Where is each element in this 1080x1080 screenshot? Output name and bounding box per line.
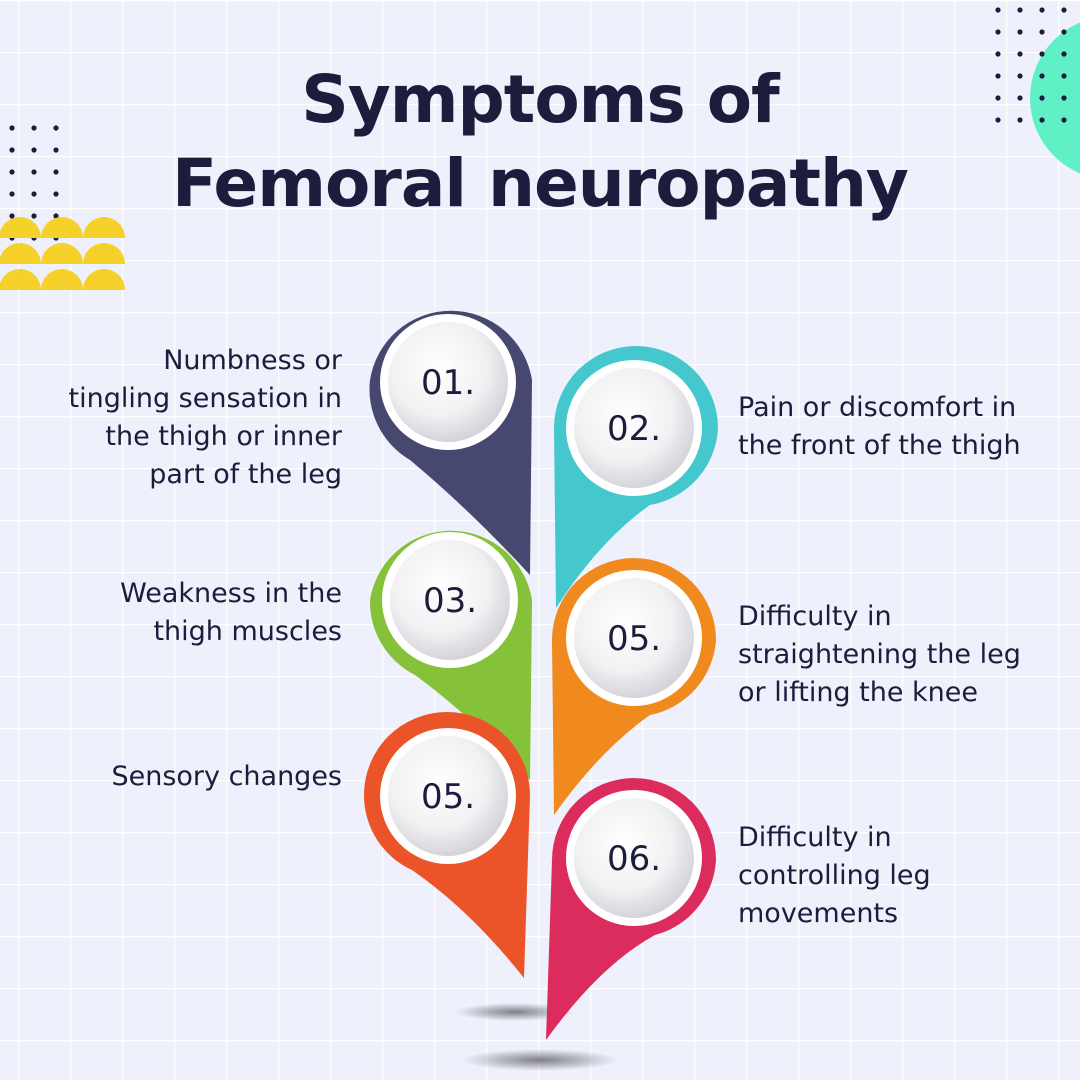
title-line-1: Symptoms of bbox=[301, 61, 780, 138]
pin-06-number: 06. bbox=[607, 839, 661, 879]
decor-dot bbox=[9, 191, 15, 197]
symptom-text-05: Sensory changes bbox=[111, 761, 342, 792]
pin-02: 02. bbox=[554, 346, 718, 608]
yellow-semicircle bbox=[83, 243, 125, 264]
pin-01-number: 01. bbox=[421, 363, 475, 403]
pin-shadow-upper bbox=[455, 1003, 575, 1021]
decor-dot bbox=[995, 73, 1001, 79]
pin-05-number: 05. bbox=[421, 777, 475, 817]
decor-dot bbox=[995, 95, 1001, 101]
symptom-text-01: Numbness or tingling sensation in the th… bbox=[68, 345, 343, 490]
yellow-semicircle bbox=[83, 217, 125, 238]
decor-dot bbox=[1017, 7, 1023, 13]
decor-dot bbox=[1017, 117, 1023, 123]
decor-dot bbox=[1039, 29, 1045, 35]
mint-circle-decor bbox=[1030, 22, 1080, 174]
pin-shadow-lower bbox=[462, 1049, 618, 1071]
symptom-text-03: Weakness in the thigh muscles bbox=[120, 578, 342, 647]
page-title: Symptoms of Femoral neuropathy bbox=[0, 58, 1080, 226]
decor-dot bbox=[9, 147, 15, 153]
yellow-semicircle bbox=[0, 243, 41, 264]
yellow-semicircle bbox=[83, 269, 125, 290]
decor-dot bbox=[1017, 51, 1023, 57]
decor-dot bbox=[1039, 7, 1045, 13]
decor-dot bbox=[1017, 29, 1023, 35]
decor-dot bbox=[53, 169, 59, 175]
decor-dot bbox=[1061, 7, 1067, 13]
decor-dot bbox=[1039, 51, 1045, 57]
decor-dot bbox=[53, 147, 59, 153]
title-line-2: Femoral neuropathy bbox=[172, 145, 909, 222]
decor-dot bbox=[53, 191, 59, 197]
pin-01: 01. bbox=[369, 310, 532, 575]
decor-dot bbox=[9, 169, 15, 175]
decor-dot bbox=[995, 29, 1001, 35]
decor-dot bbox=[1039, 117, 1045, 123]
yellow-semicircle bbox=[0, 269, 41, 290]
decor-dot bbox=[1061, 51, 1067, 57]
symptom-text-06: Difficulty in controlling leg movements bbox=[738, 822, 931, 929]
decor-dot bbox=[9, 125, 15, 131]
decor-dot bbox=[31, 213, 37, 219]
yellow-semicircle bbox=[0, 217, 41, 238]
dot-grid-top-right bbox=[995, 7, 1067, 123]
symptom-text-04: Difficulty in straightening the leg or l… bbox=[738, 601, 1021, 708]
pin-02-number: 02. bbox=[607, 409, 661, 449]
decor-dot bbox=[1039, 95, 1045, 101]
decor-dot bbox=[31, 147, 37, 153]
decor-dot bbox=[31, 169, 37, 175]
decor-dot bbox=[995, 7, 1001, 13]
yellow-semicircles-decor bbox=[0, 217, 125, 290]
yellow-semicircle bbox=[41, 217, 83, 238]
pin-04-number: 05. bbox=[607, 619, 661, 659]
decor-dot bbox=[1017, 95, 1023, 101]
decor-dot bbox=[31, 125, 37, 131]
decor-dot bbox=[1017, 73, 1023, 79]
decor-dot bbox=[9, 213, 15, 219]
decor-dot bbox=[1039, 73, 1045, 79]
pin-03: 03. bbox=[369, 530, 532, 780]
symptom-text-02: Pain or discomfort in the front of the t… bbox=[738, 392, 1021, 461]
pin-04: 05. bbox=[552, 558, 716, 815]
decor-dot bbox=[53, 213, 59, 219]
decor-dot bbox=[1061, 117, 1067, 123]
decor-dot bbox=[995, 117, 1001, 123]
pin-05: 05. bbox=[363, 712, 530, 978]
decor-dot bbox=[31, 191, 37, 197]
pin-06: 06. bbox=[546, 778, 716, 1040]
decor-dot bbox=[995, 51, 1001, 57]
pins-group: 01. 02. 03. 05. bbox=[363, 310, 718, 1040]
yellow-semicircle bbox=[41, 269, 83, 290]
decor-dot bbox=[1061, 73, 1067, 79]
decor-dot bbox=[1061, 95, 1067, 101]
yellow-semicircle bbox=[41, 243, 83, 264]
pin-03-number: 03. bbox=[423, 581, 477, 621]
decor-dot bbox=[53, 125, 59, 131]
decor-dot bbox=[1061, 29, 1067, 35]
